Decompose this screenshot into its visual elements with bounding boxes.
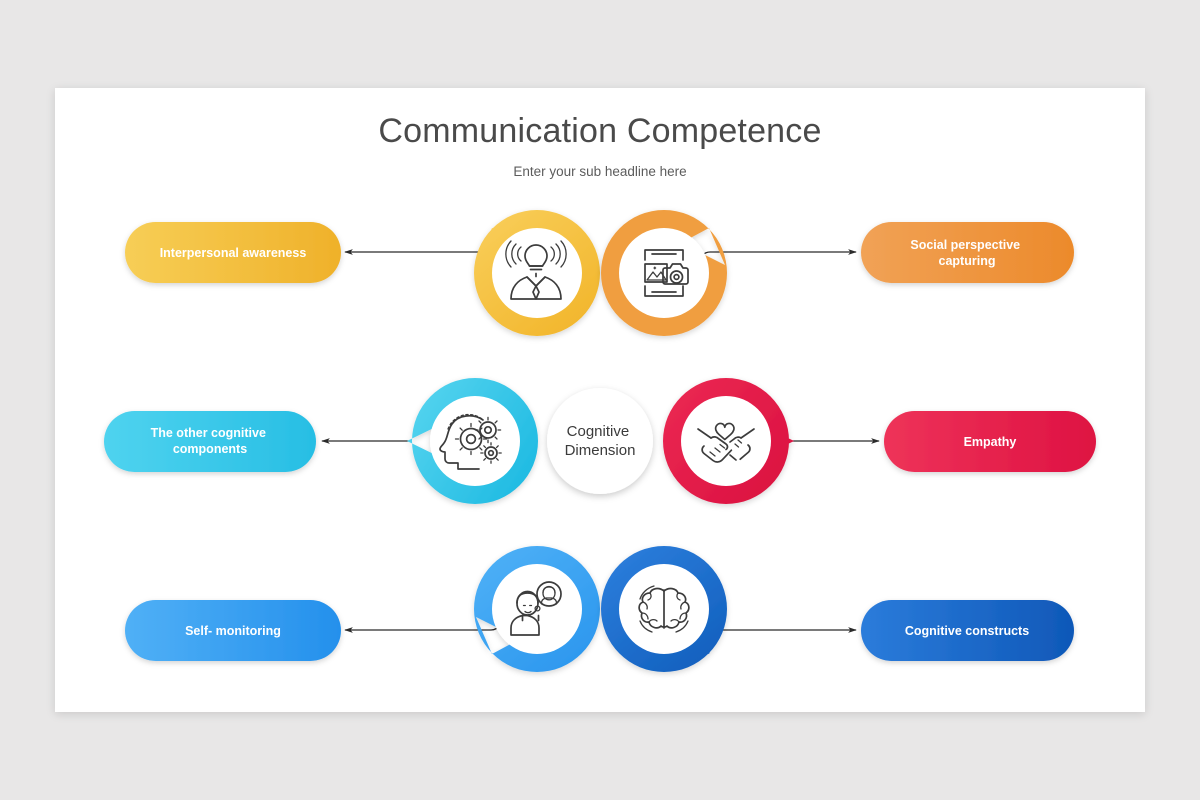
petal-interpersonal-awareness[interactable] bbox=[474, 210, 600, 336]
pill-label-line1: Empathy bbox=[964, 435, 1017, 449]
pill-shape-the-other-cognitive-components bbox=[104, 411, 316, 472]
pill-label-empathy: Empathy bbox=[964, 435, 1017, 449]
pill-cognitive-constructs[interactable]: Cognitive constructs bbox=[861, 600, 1074, 661]
hub-circle bbox=[547, 388, 653, 494]
pill-label-line1: Interpersonal awareness bbox=[160, 246, 307, 260]
petal-empathy[interactable] bbox=[663, 378, 794, 504]
person-lightbulb-signal-icon bbox=[505, 240, 567, 300]
pill-social-perspective-capturing[interactable]: Social perspective capturing bbox=[861, 222, 1074, 283]
hub-node[interactable]: Cognitive Dimension bbox=[547, 388, 653, 494]
pill-label-self-monitoring: Self- monitoring bbox=[185, 624, 281, 638]
handshake-heart-icon bbox=[697, 422, 755, 463]
pill-shape-interpersonal-awareness bbox=[125, 222, 341, 283]
petal-inner-disc-interpersonal-awareness bbox=[492, 228, 582, 318]
pill-shape-social-perspective-capturing bbox=[861, 222, 1074, 283]
pill-label-line1: Social perspective bbox=[910, 238, 1020, 252]
pill-label-social-perspective-capturing: Social perspective capturing bbox=[910, 238, 1023, 268]
pill-label-line1: The other cognitive bbox=[151, 426, 266, 440]
petal-inner-disc-social-perspective-capturing bbox=[619, 228, 709, 318]
pill-label-line2: components bbox=[173, 442, 247, 456]
hub-label: Cognitive Dimension bbox=[565, 423, 636, 459]
hub-label-line2: Dimension bbox=[565, 442, 636, 459]
petal-inner-disc-empathy bbox=[681, 396, 771, 486]
pill-label-line1: Cognitive constructs bbox=[905, 624, 1029, 638]
person-thought-bubble-icon bbox=[510, 581, 562, 636]
pill-label-line2: capturing bbox=[939, 254, 996, 268]
petal-the-other-cognitive-components[interactable] bbox=[407, 378, 538, 504]
pill-the-other-cognitive-components[interactable]: The other cognitive components bbox=[104, 411, 316, 472]
pill-label-interpersonal-awareness: Interpersonal awareness bbox=[160, 246, 307, 260]
hub-label-line1: Cognitive bbox=[567, 423, 630, 440]
photo-camera-device-icon bbox=[644, 249, 689, 297]
head-gears-icon bbox=[439, 413, 502, 470]
pill-self-monitoring[interactable]: Self- monitoring bbox=[125, 600, 341, 661]
pill-shape-empathy bbox=[884, 411, 1096, 472]
pill-label-cognitive-constructs: Cognitive constructs bbox=[905, 624, 1029, 638]
pill-shape-self-monitoring bbox=[125, 600, 341, 661]
petal-social-perspective-capturing[interactable] bbox=[601, 210, 727, 336]
pill-label-line1: Self- monitoring bbox=[185, 624, 281, 638]
pill-label-the-other-cognitive-components: The other cognitive components bbox=[151, 426, 270, 456]
pill-empathy[interactable]: Empathy bbox=[884, 411, 1096, 472]
pill-shape-cognitive-constructs bbox=[861, 600, 1074, 661]
brain-icon bbox=[638, 585, 690, 633]
pill-interpersonal-awareness[interactable]: Interpersonal awareness bbox=[125, 222, 341, 283]
